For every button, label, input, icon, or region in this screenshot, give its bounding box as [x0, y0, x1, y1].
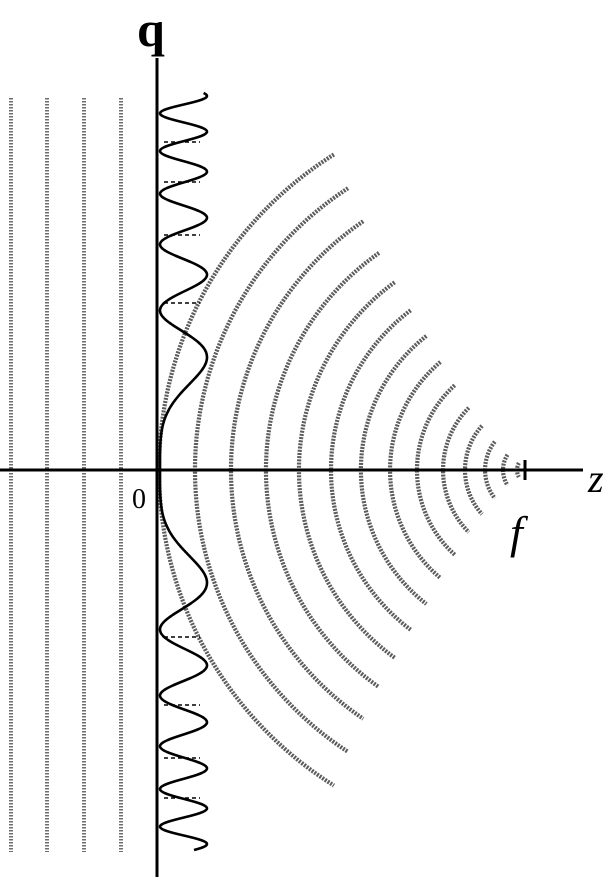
focal-point-label: f — [510, 507, 529, 558]
spherical-wavefront-9 — [414, 383, 457, 557]
z-axis-label: z — [587, 456, 604, 501]
spherical-wavefront-1 — [156, 152, 336, 788]
origin-label: 0 — [132, 484, 146, 515]
incident-plane-waves — [9, 98, 123, 852]
q-axis-label: q — [137, 1, 165, 57]
